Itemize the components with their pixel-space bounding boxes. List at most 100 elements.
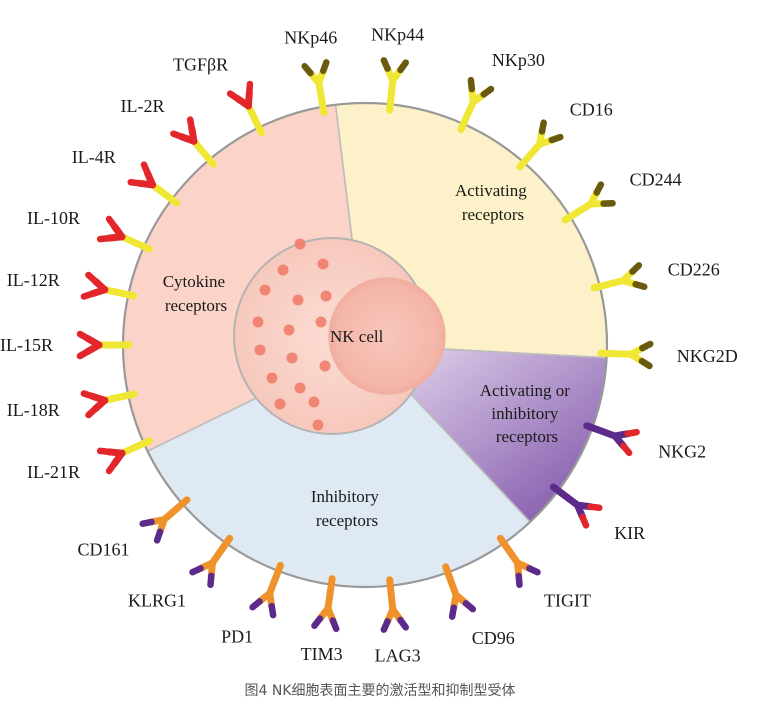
- receptor-arm-tip: [249, 598, 263, 611]
- receptor-cd161: [139, 496, 191, 544]
- receptor-label: NKG2: [658, 442, 706, 462]
- sector-label-line: Activating or: [480, 381, 571, 400]
- receptor-cd226: [590, 262, 648, 292]
- receptor-label: TIM3: [301, 644, 343, 664]
- receptor-arm-tip: [246, 80, 254, 97]
- receptor-arm-tip: [105, 460, 118, 475]
- receptor-label: CD244: [630, 170, 682, 190]
- receptor-arm-tip: [548, 133, 564, 144]
- receptor-stem: [315, 79, 328, 117]
- receptor-arm-tip: [139, 518, 155, 527]
- granule: [266, 372, 278, 384]
- receptor-label: IL-15R: [0, 335, 53, 355]
- receptor-arm-tip: [85, 405, 99, 419]
- granule: [254, 344, 266, 356]
- nucleus: [328, 277, 446, 395]
- receptor-arm-tip: [96, 447, 113, 456]
- receptor-arm-tip: [80, 290, 96, 300]
- sector-label-line: receptors: [462, 205, 524, 224]
- receptor-arm-tip: [311, 615, 324, 629]
- receptor-stem: [583, 422, 619, 440]
- receptor-arm-tip: [629, 262, 643, 275]
- receptor-label: LAG3: [375, 645, 421, 665]
- receptor-nkp44: [380, 57, 409, 114]
- receptor-il-4r: [127, 161, 181, 207]
- receptor-pd1: [249, 561, 284, 619]
- receptor-label: CD226: [668, 260, 720, 280]
- receptor-arm-tip: [397, 616, 409, 631]
- granule: [317, 258, 329, 270]
- receptor-stem: [386, 576, 397, 614]
- receptor-tigit: [496, 534, 541, 589]
- sector-label-activating-or-inhibitory: Activating or inhibitory receptors: [480, 381, 574, 446]
- receptor-label: KIR: [614, 523, 645, 543]
- sector-label-line: receptors: [316, 511, 378, 530]
- receptor-arm-tip: [480, 85, 495, 98]
- receptor-label: CD16: [570, 100, 613, 120]
- receptor-stem: [244, 102, 266, 137]
- receptor-arm-tip: [76, 348, 91, 360]
- receptor-arm-tip: [329, 617, 340, 633]
- receptor-label: NKp44: [371, 25, 424, 45]
- receptor-arm-tip: [226, 90, 241, 102]
- receptor-stem: [442, 563, 460, 599]
- receptor-arm-tip: [207, 572, 215, 589]
- receptor-il-2r: [170, 116, 217, 168]
- receptor-stem: [386, 76, 397, 114]
- receptor-arm-tip: [320, 59, 330, 75]
- receptor-arm-tip: [76, 330, 91, 342]
- receptor-label: NKG2D: [677, 346, 738, 366]
- receptor-arm-tip: [515, 572, 523, 589]
- figure-caption: 图4 NK细胞表面主要的激活型和抑制型受体: [244, 683, 516, 699]
- sector-label-line: receptors: [165, 296, 227, 315]
- receptor-nkp46: [301, 59, 330, 117]
- granule: [320, 290, 332, 302]
- granule: [292, 294, 304, 306]
- granule: [315, 316, 327, 328]
- receptor-stem: [208, 534, 234, 567]
- granule: [259, 284, 271, 296]
- granule: [312, 419, 324, 431]
- granules: [252, 238, 332, 431]
- receptor-arm-tip: [526, 565, 541, 576]
- receptor-arm-tip: [593, 181, 605, 196]
- receptor-arm-tip: [127, 178, 143, 187]
- receptor-stem: [590, 277, 627, 292]
- receptor-nkp30: [457, 76, 495, 133]
- receptor-arm-tip: [380, 618, 391, 633]
- receptor-label: NKp46: [284, 28, 337, 48]
- receptor-arm-tip: [189, 565, 204, 576]
- granule: [294, 238, 306, 250]
- granule: [319, 360, 331, 372]
- receptor-arm-tip: [639, 340, 654, 352]
- sector-label-line: Cytokine: [163, 272, 225, 291]
- receptor-arm-tip: [467, 76, 476, 93]
- receptor-arm-tip: [397, 59, 409, 74]
- receptor-cd96: [442, 563, 477, 620]
- receptor-stem: [118, 437, 153, 457]
- receptor-layer: [76, 57, 654, 633]
- receptor-stem: [457, 98, 477, 133]
- receptor-stem: [149, 181, 181, 207]
- receptor-arm-tip: [85, 271, 99, 285]
- receptor-arm-tip: [80, 390, 96, 400]
- receptor-label: IL-2R: [121, 96, 165, 116]
- receptor-label: KLRG1: [128, 591, 186, 611]
- granule: [294, 382, 306, 394]
- receptor-arm-tip: [587, 503, 603, 512]
- receptor-stem: [549, 483, 581, 509]
- receptor-label: IL-12R: [7, 270, 60, 290]
- receptor-nkg2d: [597, 340, 654, 370]
- receptor-arm-tip: [462, 600, 477, 613]
- receptor-stem: [160, 496, 191, 524]
- receptor-il-21r: [96, 437, 153, 475]
- sector-label-line: inhibitory: [491, 404, 559, 423]
- receptor-stem: [561, 200, 595, 224]
- granule: [308, 396, 320, 408]
- receptor-label: PD1: [221, 626, 253, 646]
- receptor-il-12r: [80, 271, 138, 300]
- receptor-klrg1: [189, 534, 234, 589]
- receptor-arm-tip: [268, 602, 277, 619]
- receptor-label: CD161: [77, 540, 129, 560]
